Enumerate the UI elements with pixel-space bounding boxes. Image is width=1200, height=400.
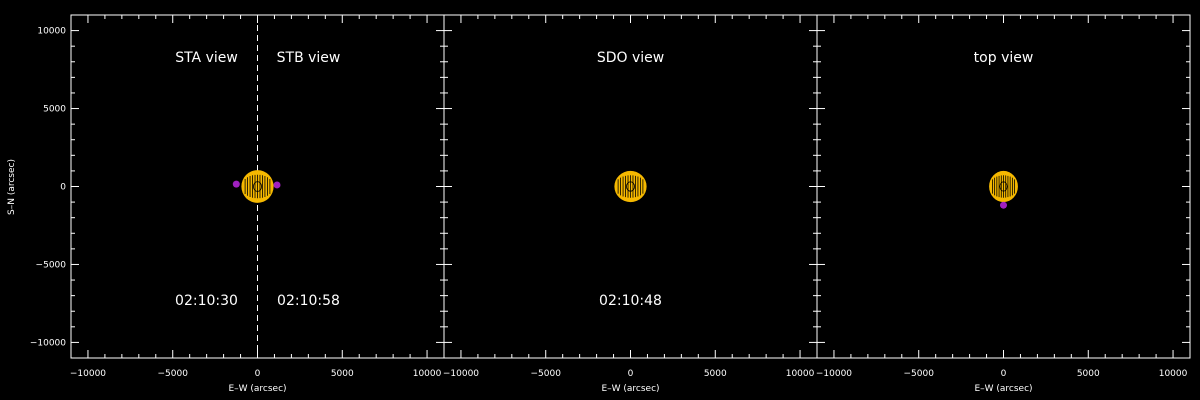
x-axis-label: E–W (arcsec): [974, 384, 1032, 394]
x-tick-label: 10000: [786, 369, 815, 379]
sun-structure: [244, 174, 271, 199]
y-tick-label: −5000: [36, 260, 67, 270]
x-tick-label: 0: [1001, 369, 1007, 379]
y-tick-label: 5000: [43, 105, 66, 115]
x-tick-label: −10000: [70, 369, 106, 379]
x-axis-label: E–W (arcsec): [228, 384, 286, 394]
y-tick-label: 0: [60, 183, 66, 193]
x-tick-label: 10000: [413, 369, 442, 379]
sun-core: [626, 181, 635, 192]
x-tick-label: 5000: [331, 369, 354, 379]
x-tick-label: −5000: [158, 369, 189, 379]
view-label: top view: [974, 50, 1034, 66]
timestamp-label: 02:10:58: [277, 293, 340, 309]
y-tick-label: −10000: [30, 338, 66, 348]
x-tick-label: −10000: [443, 369, 479, 379]
data-point: [1000, 201, 1007, 209]
x-tick-label: −5000: [904, 369, 935, 379]
x-axis-label: E–W (arcsec): [601, 384, 659, 394]
sun-core: [253, 181, 262, 192]
x-tick-label: 5000: [704, 369, 727, 379]
sun-structure: [992, 175, 1015, 198]
x-tick-label: 0: [255, 369, 261, 379]
view-label: STB view: [277, 50, 341, 66]
view-label: STA view: [175, 50, 238, 66]
x-tick-label: 10000: [1159, 369, 1188, 379]
x-tick-label: 0: [628, 369, 634, 379]
timestamp-label: 02:10:30: [175, 293, 238, 309]
y-axis-label: S–N (arcsec): [7, 159, 17, 215]
data-point: [273, 181, 281, 189]
x-tick-label: −5000: [531, 369, 562, 379]
x-tick-label: −10000: [816, 369, 852, 379]
x-tick-label: 5000: [1077, 369, 1100, 379]
y-tick-label: 10000: [37, 27, 66, 37]
sun-structure: [617, 175, 644, 198]
view-label: SDO view: [597, 50, 664, 66]
data-point: [232, 180, 240, 188]
timestamp-label: 02:10:48: [599, 293, 662, 309]
panel-1: −10000 −5000 0 5000 10000 −10000 −5000 0 5000 100…: [30, 14, 445, 394]
sun-core: [999, 181, 1008, 192]
